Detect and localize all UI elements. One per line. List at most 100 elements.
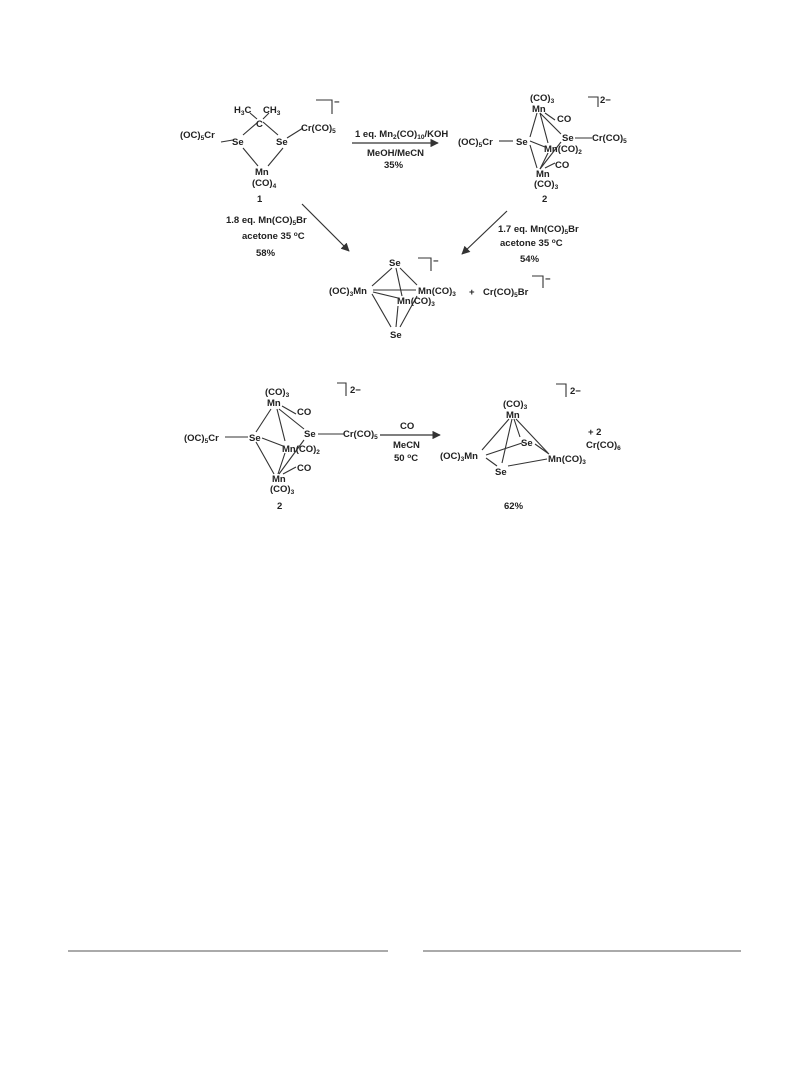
top-mn-label: Mn xyxy=(267,398,281,409)
mn-co-label: (CO)4 xyxy=(252,178,277,190)
reagent-label: 1 eq. Mn2(CO)10/KOH xyxy=(355,129,448,141)
top-co-label: (CO)3 xyxy=(530,93,555,105)
bond-mntop-selower xyxy=(501,418,513,464)
cr-left-label: (OC)5Cr xyxy=(180,130,215,142)
se-right-label: Se xyxy=(562,133,574,144)
byproduct-label: Cr(CO)6 xyxy=(586,440,621,452)
byproduct-label: Cr(CO)5Br xyxy=(483,287,529,299)
compound-1: H3C CH3 C (OC)5Cr Se Se Cr(CO)5 Mn (CO)4… xyxy=(180,97,340,205)
bot-mn-label: Mn xyxy=(536,169,550,180)
bond-setop-mnright xyxy=(399,267,418,286)
bond-mnbot-co xyxy=(282,466,297,475)
bond-mnleft-sebottom xyxy=(371,293,392,328)
top-co-label: (CO)3 xyxy=(503,399,528,411)
bond-c-se xyxy=(262,121,279,136)
yield-label: 62% xyxy=(504,501,524,512)
se-right-label: Se xyxy=(276,137,288,148)
methyl-right-label: CH3 xyxy=(263,105,281,117)
bond-c-me-right xyxy=(262,112,270,120)
bond-setop-mnleft xyxy=(371,267,393,287)
cr-right-label: Cr(CO)5 xyxy=(301,123,336,135)
yield-label: 54% xyxy=(520,254,540,265)
methyl-left-label: H3C xyxy=(234,105,252,117)
solvent-label: MeOH/MeCN xyxy=(367,148,424,159)
reaction-arrow xyxy=(461,210,508,255)
bond-mnback-sebottom xyxy=(395,305,399,328)
charge-bracket xyxy=(588,96,599,107)
charge-bracket xyxy=(556,383,567,397)
bond-se-mn-bottom xyxy=(529,144,538,169)
bot-mn-label: Mn xyxy=(272,474,286,485)
mn-right-label: Mn(CO)3 xyxy=(418,286,456,298)
bond-mnleft-mnback xyxy=(372,291,399,299)
compound-number: 2 xyxy=(277,501,282,512)
bond-se-mn-mid xyxy=(261,437,284,447)
bond-mntop-mnright xyxy=(515,418,549,454)
bond-mnleft-seupper xyxy=(485,442,523,456)
mid-mn-label: Mn(CO)2 xyxy=(544,144,582,156)
product-scheme-2: (CO)3 Mn Se Se (OC)3Mn Mn(CO)3 2− + 2 Cr… xyxy=(440,383,621,512)
compound-number: 1 xyxy=(257,194,263,205)
bond-se-mn-top xyxy=(255,408,272,433)
top-mn-label: Mn xyxy=(532,104,546,115)
charge-label: 2− xyxy=(350,385,361,396)
mn-label: Mn xyxy=(255,167,269,178)
bond-mntop-mnleft xyxy=(481,418,510,451)
charge-label: 2− xyxy=(570,386,581,397)
compound-number: 2 xyxy=(542,194,547,205)
cr-left-label: (OC)5Cr xyxy=(458,137,493,149)
bond-se-mn-mid xyxy=(529,140,546,148)
arrow-1-to-product: 1.8 eq. Mn(CO)5Br acetone 35 oC 58% xyxy=(226,203,350,259)
bond-mntop-mnmid xyxy=(276,408,286,442)
top-co-label: (CO)3 xyxy=(265,387,290,399)
charge-label: − xyxy=(433,256,439,267)
bond-mnbot-co xyxy=(544,162,556,169)
bond-c-me-left xyxy=(249,112,258,120)
arrow-scheme-2: CO MeCN 50 oC xyxy=(380,421,441,464)
bond-selower-mnright xyxy=(507,458,548,467)
plus-two-label: + 2 xyxy=(588,427,601,438)
mn-left-label: (OC)3Mn xyxy=(440,451,478,463)
bond-mntop-co xyxy=(544,112,556,121)
scheme-1: H3C CH3 C (OC)5Cr Se Se Cr(CO)5 Mn (CO)4… xyxy=(180,93,627,341)
charge-label: − xyxy=(334,97,340,108)
cr-right-label: Cr(CO)5 xyxy=(592,133,627,145)
reagent-label: CO xyxy=(400,421,414,432)
arrow-1-to-2: 1 eq. Mn2(CO)10/KOH MeOH/MeCN 35% xyxy=(352,129,448,171)
yield-label: 58% xyxy=(256,248,276,259)
temperature-label: 50 oC xyxy=(394,453,418,464)
se-left-label: Se xyxy=(232,137,244,148)
se-bottom-label: Se xyxy=(390,330,402,341)
conditions-label: acetone 35 oC xyxy=(500,238,563,249)
mn-right-label: Mn(CO)3 xyxy=(548,454,586,466)
cr-left-label: (OC)5Cr xyxy=(184,433,219,445)
charge-bracket xyxy=(316,99,333,114)
co-lower-label: CO xyxy=(555,160,569,171)
bond-se-mn-right xyxy=(267,147,284,167)
bond-mntop-se xyxy=(278,408,305,430)
yield-label: 35% xyxy=(384,160,404,171)
bond-se-mn-left xyxy=(242,147,259,167)
mid-mn-label: Mn(CO)2 xyxy=(282,444,320,456)
mn-back-label: Mn(CO)3 xyxy=(397,296,435,308)
co-lower-label: CO xyxy=(297,463,311,474)
conditions-label: acetone 35 oC xyxy=(242,231,305,242)
plus-sign: + xyxy=(469,287,475,298)
mn-left-label: (OC)3Mn xyxy=(329,286,367,298)
bond-cr-se xyxy=(220,139,234,143)
bond-mnleft-selower xyxy=(485,457,498,467)
bond-se-cr xyxy=(286,127,304,139)
bond-mntop-se xyxy=(539,112,562,135)
charge-bracket xyxy=(418,257,432,271)
se-left-label: Se xyxy=(249,433,261,444)
compound-2: (CO)3 Mn CO (OC)5Cr Se Se Cr(CO)5 Mn(CO)… xyxy=(458,93,627,205)
bond-mnbot-mnmid xyxy=(539,152,549,170)
compound-2-scheme-2: (CO)3 Mn CO (OC)5Cr Se Se Cr(CO)5 Mn(CO)… xyxy=(184,382,378,512)
charge-label: 2− xyxy=(600,95,611,106)
bond-mntop-seupper xyxy=(513,418,521,438)
reagent-label: 1.8 eq. Mn(CO)5Br xyxy=(226,215,307,227)
reagent-label: 1.7 eq. Mn(CO)5Br xyxy=(498,224,579,236)
solvent-label: MeCN xyxy=(393,440,420,451)
bond-setop-mnback xyxy=(395,267,403,297)
